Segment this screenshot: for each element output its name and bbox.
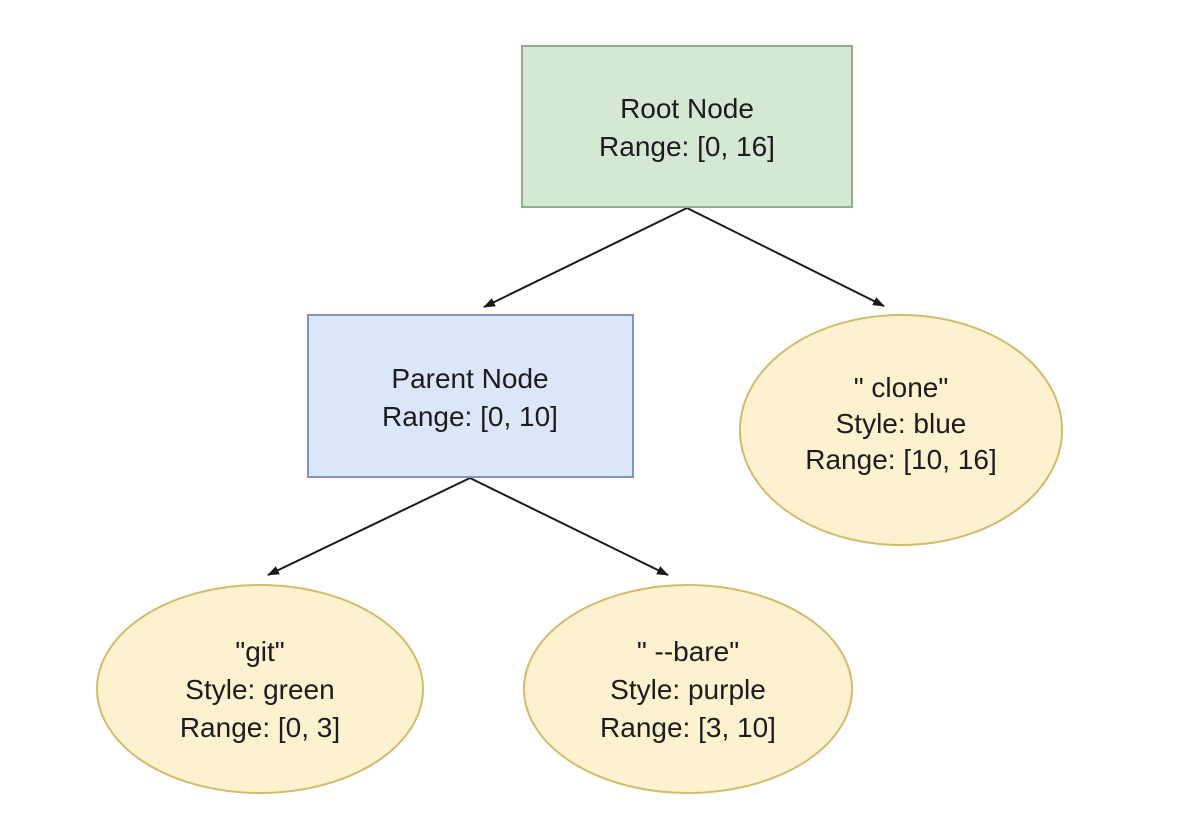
root-node-range: Range: [0, 16] [599, 131, 775, 162]
clone-node-token: " clone" [854, 372, 949, 403]
clone-node-range: Range: [10, 16] [805, 444, 996, 475]
edge-root-to-clone [686, 207, 885, 307]
node-root: Root Node Range: [0, 16] [521, 45, 853, 208]
bare-node-ellipse [523, 584, 853, 794]
git-node-range: Range: [0, 3] [180, 712, 340, 743]
git-node-ellipse [96, 584, 424, 794]
edge-parent-to-bare [469, 477, 669, 576]
root-node-box [521, 45, 853, 208]
edge-parent-to-git [267, 477, 471, 576]
edge-root-to-parent [483, 207, 688, 308]
git-node-style: Style: green [185, 674, 334, 705]
node-git: "git" Style: green Range: [0, 3] [96, 584, 424, 794]
clone-node-style: Style: blue [836, 408, 967, 439]
parent-node-title: Parent Node [391, 363, 548, 394]
git-node-token: "git" [235, 636, 284, 667]
bare-node-token: " --bare" [637, 636, 739, 667]
clone-node-ellipse [739, 314, 1063, 546]
node-bare: " --bare" Style: purple Range: [3, 10] [523, 584, 853, 794]
parent-node-box [307, 314, 634, 478]
bare-node-range: Range: [3, 10] [600, 712, 776, 743]
root-node-title: Root Node [620, 93, 754, 124]
parent-node-range: Range: [0, 10] [382, 401, 558, 432]
edges [267, 207, 885, 576]
node-clone: " clone" Style: blue Range: [10, 16] [739, 314, 1063, 546]
node-parent: Parent Node Range: [0, 10] [307, 314, 634, 478]
bare-node-style: Style: purple [610, 674, 766, 705]
